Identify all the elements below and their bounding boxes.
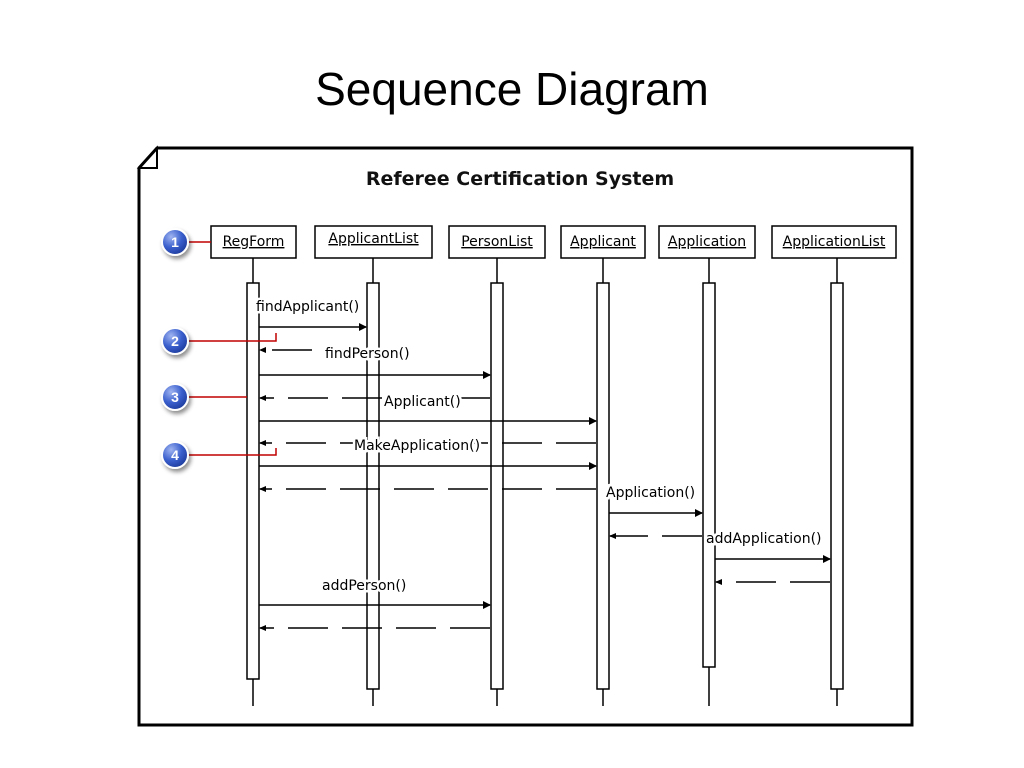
arrowhead — [609, 533, 616, 539]
slide-title: Sequence Diagram — [315, 63, 709, 115]
activation-application — [702, 282, 716, 668]
activation-personlist — [490, 282, 504, 690]
object-personlist-label: PersonList — [461, 234, 533, 250]
callout-2-number: 2 — [171, 333, 179, 349]
message-labels: findApplicant() findPerson() Applicant()… — [254, 297, 825, 597]
object-applicantlist-label: ApplicantList — [328, 231, 419, 247]
callout-lines — [188, 241, 277, 456]
arrowhead — [259, 395, 266, 401]
callout-1: 1 — [161, 228, 189, 256]
arrowhead — [589, 462, 597, 470]
object-applicant-label: Applicant — [570, 234, 636, 250]
arrowhead — [715, 579, 722, 585]
label-add-person: addPerson() — [322, 578, 406, 594]
object-applicantlist: ApplicantList — [314, 225, 433, 259]
callout-4-number: 4 — [171, 447, 179, 463]
object-regform: RegForm — [210, 225, 297, 259]
activation-applicationlist — [830, 282, 844, 690]
label-application: Application() — [606, 485, 695, 501]
arrowhead — [259, 440, 266, 446]
arrowhead — [359, 323, 367, 331]
object-applicant: Applicant — [560, 225, 646, 259]
arrowhead — [259, 347, 266, 353]
callout-4: 4 — [161, 441, 189, 469]
label-add-application: addApplication() — [706, 531, 822, 547]
callout-2: 2 — [161, 327, 189, 355]
arrowheads — [259, 323, 831, 631]
callout-2-line — [188, 333, 277, 342]
label-find-applicant: findApplicant() — [256, 299, 359, 315]
activation-applicantlist — [366, 282, 380, 690]
arrowhead — [695, 509, 703, 517]
arrowhead — [823, 555, 831, 563]
label-find-person: findPerson() — [325, 346, 410, 362]
label-applicant: Applicant() — [384, 394, 461, 410]
object-applicationlist-label: ApplicationList — [783, 234, 886, 250]
callout-4-line — [188, 448, 277, 456]
activation-bars — [246, 282, 844, 690]
arrowhead — [259, 625, 266, 631]
object-applicationlist: ApplicationList — [771, 225, 897, 259]
label-make-application: MakeApplication() — [354, 438, 480, 454]
activation-regform — [246, 282, 260, 680]
callout-3: 3 — [161, 383, 189, 411]
object-regform-label: RegForm — [223, 234, 285, 250]
frame-corner-fold — [136, 145, 158, 169]
arrowhead — [259, 486, 266, 492]
activation-applicant — [596, 282, 610, 690]
messages — [259, 326, 830, 629]
callout-1-number: 1 — [171, 234, 179, 250]
frame-title: Referee Certification System — [366, 168, 674, 190]
arrowhead — [483, 371, 491, 379]
object-application-label: Application — [668, 234, 746, 250]
callout-3-number: 3 — [171, 389, 179, 405]
arrowhead — [589, 417, 597, 425]
arrowhead — [483, 601, 491, 609]
object-application: Application — [658, 225, 756, 259]
object-personlist: PersonList — [448, 225, 546, 259]
